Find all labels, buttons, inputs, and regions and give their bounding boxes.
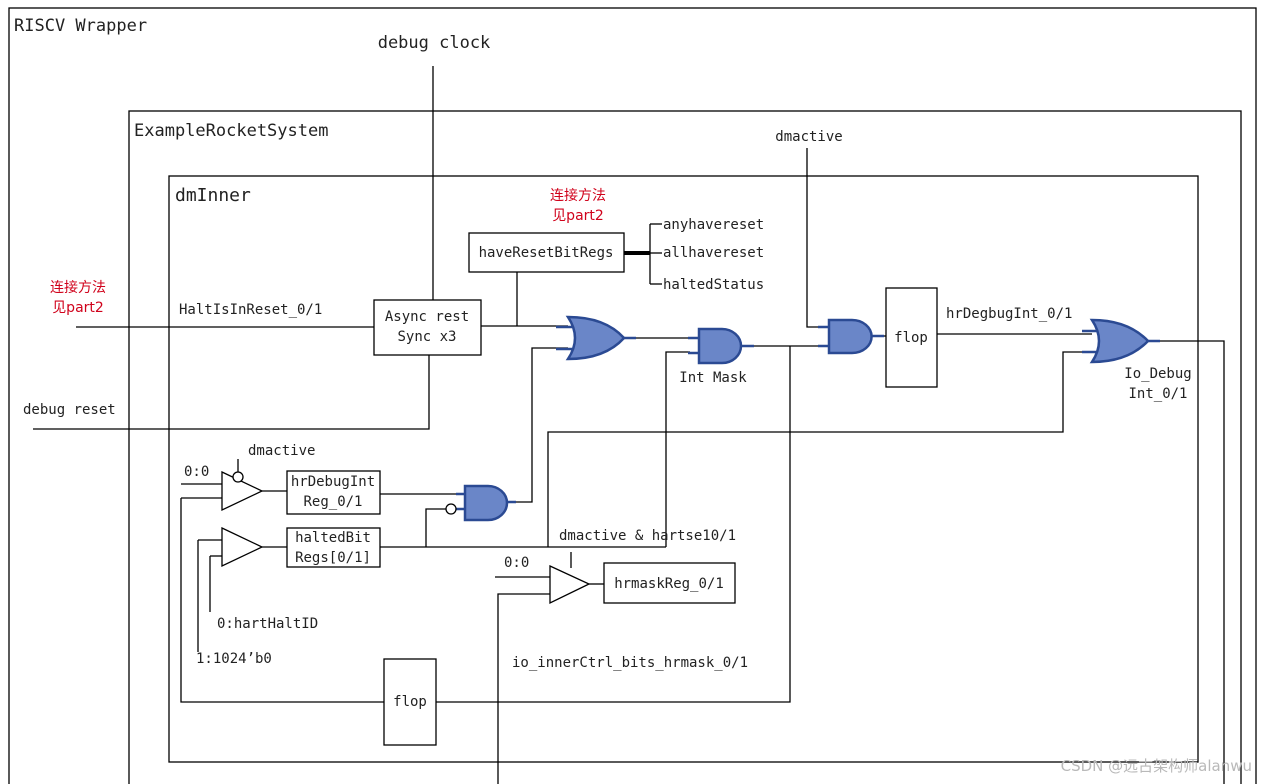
- hrmask-reg-block: [603, 562, 736, 604]
- b0-label: 1:1024’b0: [196, 651, 272, 667]
- io-inner-ctrl-label: io_innerCtrl_bits_hrmask_0/1: [512, 655, 748, 671]
- riscv-wrapper-title: RISCV Wrapper: [14, 16, 147, 36]
- flop-bottom-label: flop: [393, 694, 427, 710]
- flop-top-block: [885, 287, 938, 388]
- hr-debug-int-reg-label-1: hrDebugInt: [291, 474, 375, 490]
- note-left-line-2: 见part2: [52, 300, 104, 316]
- or-gate-io-debug: [1082, 318, 1160, 364]
- note-top-line-2: 见part2: [552, 208, 604, 224]
- tri-buffer-halted: [221, 526, 264, 568]
- dmactive-small-label: dmactive: [248, 443, 315, 459]
- anyhavereset-label: anyhavereset: [663, 217, 764, 233]
- int-mask-label: Int Mask: [679, 370, 747, 386]
- wires: [33, 66, 1225, 784]
- async-reset-sync-block: [373, 299, 482, 356]
- riscv-wrapper-frame: [8, 7, 1257, 784]
- flop-top-label: flop: [894, 330, 928, 346]
- dminner-frame: [168, 175, 1199, 763]
- zero-a-label: 0:0: [184, 464, 209, 480]
- hr-debug-int-reg-label-2: Reg_0/1: [303, 494, 362, 510]
- debug-reset-label: debug reset: [23, 402, 116, 418]
- hrmask-reg-label: hrmaskReg_0/1: [614, 576, 724, 592]
- dminner-title: dmInner: [175, 185, 251, 206]
- hart-halt-id-label: 0:hartHaltID: [217, 616, 318, 632]
- async-reset-label-1: Async rest: [385, 309, 469, 325]
- dmactive-top-label: dmactive: [775, 129, 842, 145]
- tri-buffer-hrmask: [549, 564, 591, 605]
- halted-bit-regs-label-2: Regs[0/1]: [295, 550, 371, 566]
- example-rocket-system-title: ExampleRocketSystem: [134, 121, 328, 141]
- allhavereset-label: allhavereset: [663, 245, 764, 261]
- flop-bottom-block: [383, 658, 437, 746]
- hr-debug-int-label: hrDegbugInt_0/1: [946, 306, 1072, 322]
- io-debug-label-2: Int_0/1: [1128, 386, 1187, 402]
- have-reset-bit-regs-block: [468, 232, 625, 273]
- halted-bit-regs-block: [286, 527, 381, 568]
- or-gate-1: [556, 315, 636, 361]
- and-gate-int-mask: [688, 327, 754, 365]
- zero-b-label: 0:0: [504, 555, 529, 571]
- halt-in-reset-label: HaltIsInReset_0/1: [179, 302, 322, 318]
- have-reset-bit-regs-label: haveResetBitRegs: [479, 245, 614, 261]
- halted-bit-regs-label-1: haltedBit: [295, 530, 371, 546]
- dmactive-hartsel-label: dmactive & hartse10/1: [559, 528, 736, 544]
- halted-status-label: haltedStatus: [663, 277, 764, 293]
- note-left-line-1: 连接方法: [50, 279, 106, 296]
- debug-clock-label: debug clock: [378, 33, 491, 53]
- hr-debug-int-reg-block: [286, 470, 381, 515]
- watermark: CSDN @远古架构师alanwu: [1061, 757, 1252, 775]
- async-reset-label-2: Sync x3: [397, 329, 456, 345]
- io-debug-label-1: Io_Debug: [1124, 366, 1191, 382]
- tri-buffer-dmactive: [221, 470, 264, 512]
- and-gate-lower: [445, 484, 516, 522]
- note-top-line-1: 连接方法: [550, 187, 606, 204]
- and-gate-dmactive: [818, 318, 884, 355]
- example-rocket-system-frame: [128, 110, 1242, 784]
